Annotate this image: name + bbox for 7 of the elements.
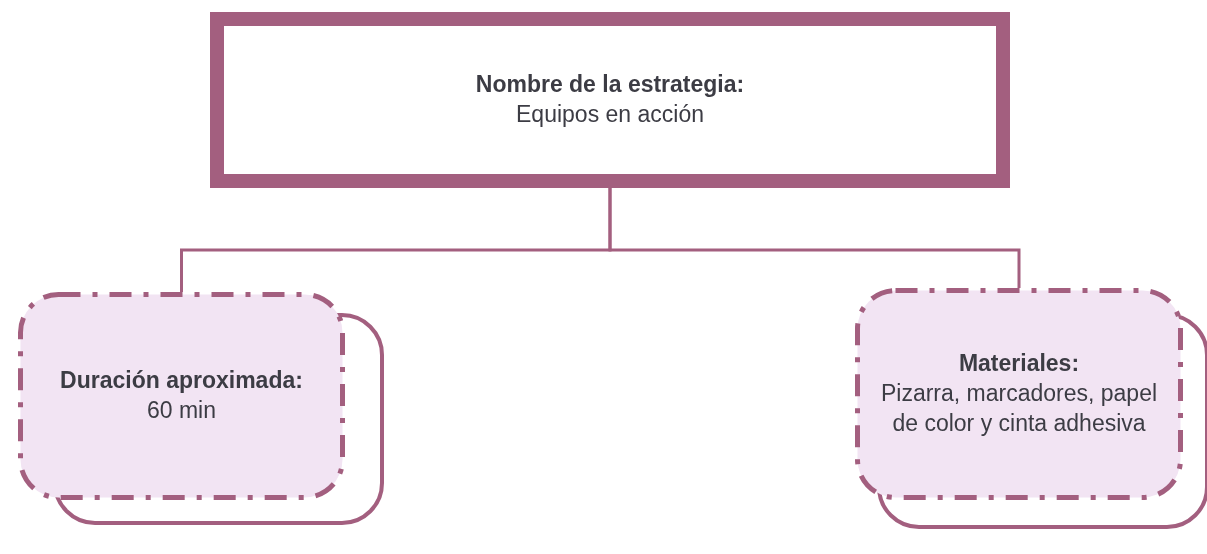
node-text: Pizarra, marcadores, papel de color y cinta adhesiva xyxy=(879,379,1159,438)
title-box xyxy=(210,12,1010,188)
connector-line xyxy=(608,188,1021,288)
info-card xyxy=(855,288,1183,500)
node-text: Equipos en acción xyxy=(516,100,704,129)
node-heading: Materiales: xyxy=(958,349,1080,379)
node-heading: Nombre de la estrategia: xyxy=(475,70,745,100)
